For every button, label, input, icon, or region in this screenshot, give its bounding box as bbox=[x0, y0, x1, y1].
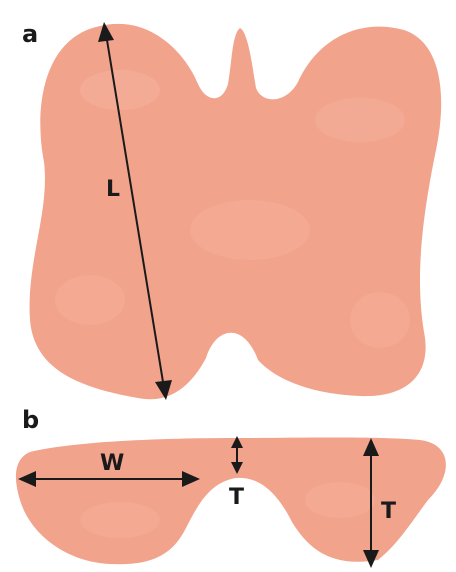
length-arrowhead-bottom bbox=[155, 380, 172, 400]
isthmus-arrowhead-bottom bbox=[231, 462, 243, 474]
thyroid-frontal-silhouette bbox=[29, 23, 442, 400]
length-arrowhead-top bbox=[98, 22, 114, 42]
texture-blob bbox=[350, 292, 410, 348]
texture-blob bbox=[305, 482, 375, 518]
texture-blob bbox=[315, 98, 405, 142]
texture-blob bbox=[80, 70, 160, 110]
lobe-arrowhead-bottom bbox=[363, 550, 379, 568]
width-label: W bbox=[100, 451, 124, 476]
texture-blob bbox=[55, 275, 125, 325]
isthmus-thickness-label: T bbox=[229, 485, 244, 510]
panel-b-label: b bbox=[22, 406, 39, 434]
thyroid-cross-section-silhouette bbox=[15, 437, 446, 565]
length-label: L bbox=[106, 177, 120, 202]
panel-a-label: a bbox=[22, 20, 38, 48]
width-arrowhead-left bbox=[18, 471, 36, 487]
length-measure-line bbox=[105, 33, 165, 389]
lobe-arrowhead-top bbox=[363, 438, 379, 456]
lobe-thickness-label: T bbox=[381, 499, 396, 524]
texture-blob bbox=[190, 200, 310, 260]
texture-blob bbox=[80, 502, 160, 538]
isthmus-arrowhead-top bbox=[231, 436, 243, 448]
width-arrowhead-right bbox=[182, 471, 200, 487]
